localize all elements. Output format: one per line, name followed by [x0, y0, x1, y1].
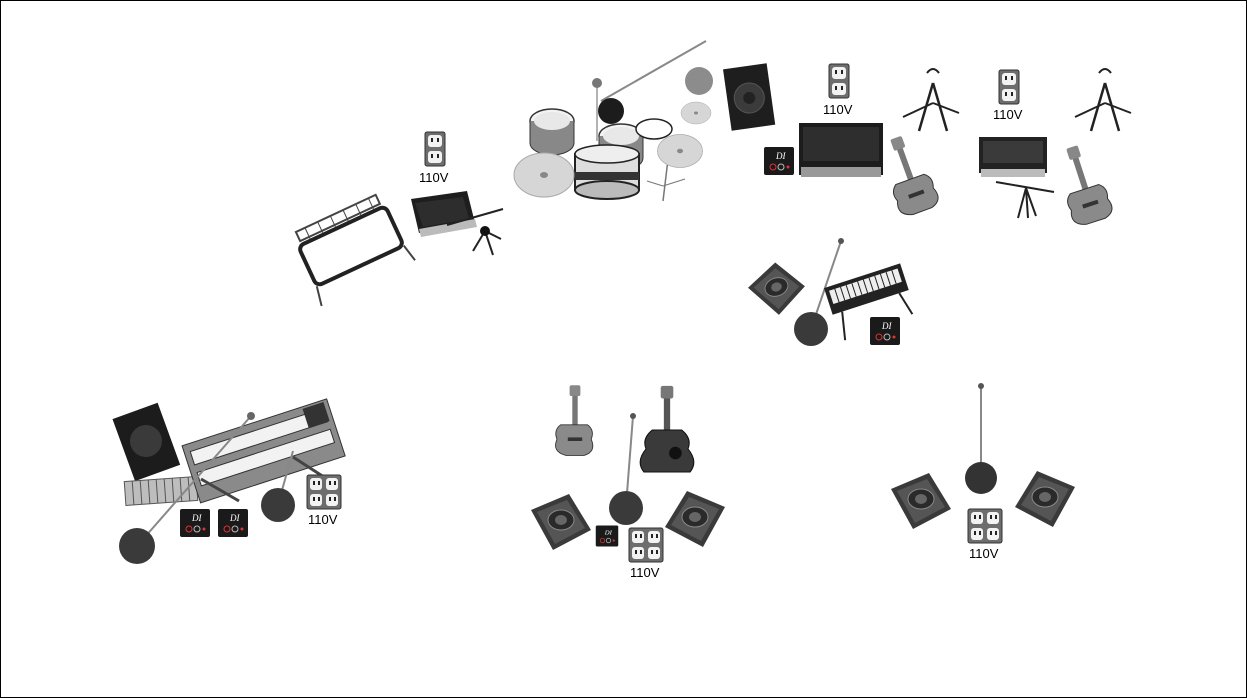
- microphone-stand-icon: [261, 450, 295, 522]
- di-box-icon: [179, 508, 211, 538]
- di-box-icon: [763, 146, 795, 176]
- microphone-stand-icon: [964, 382, 998, 495]
- microphone-stand-icon: [609, 413, 643, 525]
- cymbal-icon: [680, 101, 712, 125]
- microphone-stand-icon: [995, 181, 1055, 219]
- speaker-cabinet-icon: [112, 402, 181, 482]
- outlet-2-voltage: 110V: [823, 102, 853, 117]
- guitar-icon: [555, 384, 594, 456]
- floor-monitor-icon: [530, 493, 592, 551]
- xylophone-icon: [123, 475, 199, 507]
- outlet-6-voltage: 110V: [969, 546, 999, 561]
- outlet-3-voltage: 110V: [993, 107, 1023, 122]
- di-box-icon: [869, 316, 901, 346]
- outlet-5-voltage: 110V: [630, 565, 660, 580]
- cymbal-icon: [685, 67, 713, 95]
- outlet-1-voltage: 110V: [419, 170, 449, 185]
- power-outlet-icon: [424, 131, 446, 167]
- floor-monitor-icon: [742, 255, 812, 323]
- power-outlet-icon: [998, 69, 1020, 105]
- microphone-stand-icon: [794, 238, 844, 346]
- di-box-icon: [595, 525, 619, 547]
- guitar-stand-icon: [901, 67, 961, 133]
- amplifier-icon: [411, 191, 477, 237]
- guitar-stand-icon: [1073, 67, 1133, 133]
- cymbal-icon: [513, 152, 575, 198]
- amplifier-icon: [799, 123, 883, 177]
- guitar-icon: [874, 130, 942, 219]
- power-outlet-icon: [306, 474, 342, 510]
- amplifier-icon: [979, 137, 1047, 177]
- drum-kit-icon: [529, 40, 707, 202]
- outlet-4-voltage: 110V: [308, 512, 338, 527]
- keyboard-icon: [181, 398, 346, 504]
- speaker-cabinet-icon: [723, 63, 776, 131]
- floor-monitor-icon: [890, 472, 952, 530]
- floor-monitor-icon: [664, 490, 726, 548]
- power-outlet-icon: [828, 63, 850, 99]
- guitar-icon: [1050, 140, 1116, 229]
- cymbal-icon: [657, 134, 703, 168]
- vibraphone-frame-icon: [294, 193, 416, 307]
- floor-monitor-icon: [1014, 470, 1076, 528]
- microphone-stand-icon: [119, 412, 255, 564]
- keyboard-icon: [824, 263, 914, 341]
- guitar-icon: [639, 385, 695, 473]
- power-outlet-icon: [628, 527, 664, 563]
- power-outlet-icon: [967, 508, 1003, 544]
- di-box-icon: [217, 508, 249, 538]
